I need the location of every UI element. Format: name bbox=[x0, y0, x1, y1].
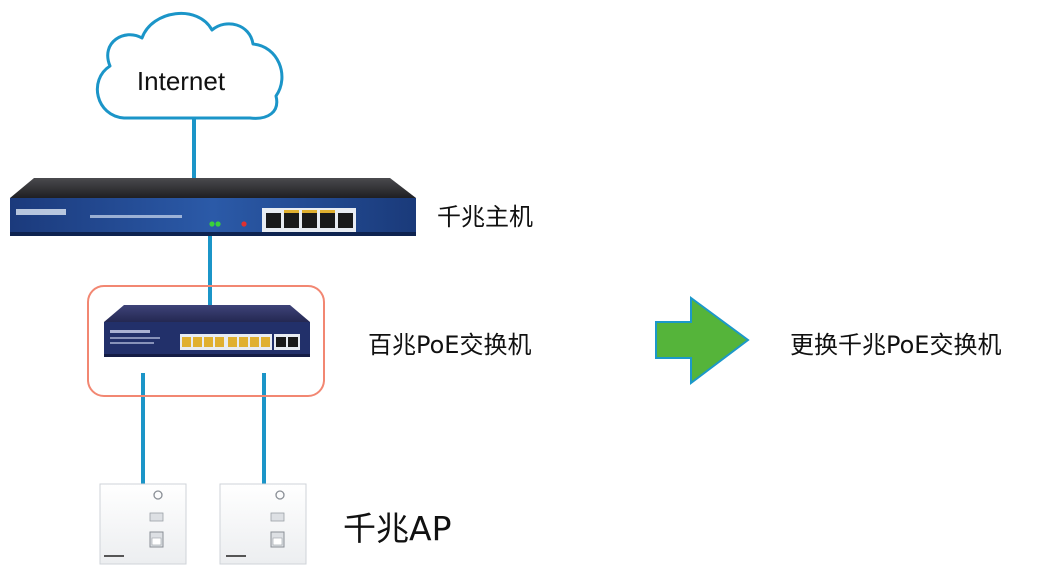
cloud-shape bbox=[95, 11, 284, 120]
router-label: 千兆主机 bbox=[437, 203, 533, 231]
poe-switch-device bbox=[104, 305, 310, 357]
access-point-2 bbox=[219, 483, 307, 565]
switch-label: 百兆PoE交换机 bbox=[368, 331, 532, 359]
connection-lines bbox=[141, 118, 266, 485]
access-point-1 bbox=[99, 483, 187, 565]
replacement-label: 更换千兆PoE交换机 bbox=[790, 331, 1002, 359]
switch-highlight-frame bbox=[87, 285, 325, 397]
replace-arrow-icon bbox=[655, 296, 750, 386]
cloud-label: Internet bbox=[136, 66, 226, 96]
access-points-label: 千兆AP bbox=[343, 509, 452, 548]
router-device bbox=[10, 178, 416, 236]
